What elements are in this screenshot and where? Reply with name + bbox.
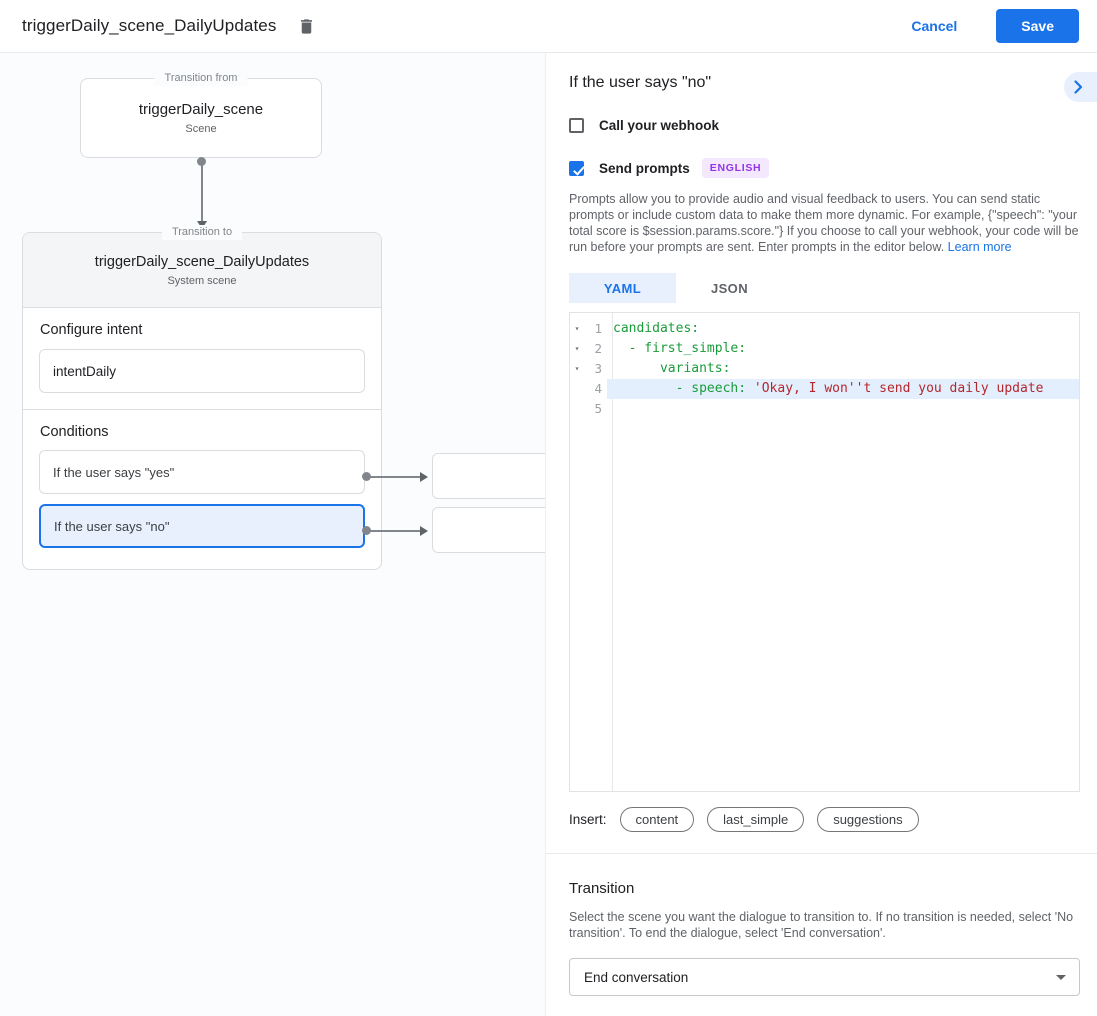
code-token-key: - first_simple: — [613, 341, 747, 356]
learn-more-link[interactable]: Learn more — [947, 240, 1012, 254]
intent-field[interactable]: intentDaily — [39, 349, 365, 393]
arrowhead-icon — [420, 525, 428, 536]
connector-line — [370, 529, 422, 532]
code-token-key: variants: — [613, 361, 731, 376]
condition-detail-panel: If the user says "no" Call your webhook … — [545, 53, 1097, 1016]
prompts-description-text: Prompts allow you to provide audio and v… — [569, 192, 1079, 254]
panel-divider — [546, 853, 1097, 854]
language-badge: ENGLISH — [701, 158, 770, 178]
dropdown-caret-icon — [1056, 974, 1066, 980]
trash-icon — [300, 18, 312, 34]
condition-item-no[interactable]: If the user says "no" — [39, 504, 365, 548]
fold-toggle-icon — [570, 379, 584, 399]
tab-yaml[interactable]: YAML — [569, 273, 676, 303]
page-title: triggerDaily_scene_DailyUpdates — [22, 16, 277, 35]
from-scene-type: Scene — [185, 123, 217, 135]
configure-intent-heading: Configure intent — [40, 322, 143, 338]
connector-line — [200, 165, 203, 223]
tab-json[interactable]: JSON — [710, 280, 748, 296]
delete-button[interactable] — [294, 14, 318, 38]
insert-chip-content[interactable]: content — [619, 807, 695, 832]
prompts-description: Prompts allow you to provide audio and v… — [569, 191, 1080, 255]
insert-chip-suggestions[interactable]: suggestions — [817, 807, 919, 832]
connector-dot — [362, 472, 371, 481]
transition-from-legend: Transition from — [154, 71, 248, 86]
fold-toggle-icon[interactable]: ▾ — [574, 344, 580, 353]
editor-lines: ▾ 1 candidates: ▾ 2 - first_simple: ▾ 3 varian… — [570, 319, 1079, 419]
send-prompts-row: Send prompts ENGLISH — [569, 158, 1080, 178]
fold-toggle-icon[interactable]: ▾ — [574, 324, 580, 333]
editor-tabbar: YAML JSON — [569, 273, 1080, 303]
connector-dot — [362, 526, 371, 535]
transition-description: Select the scene you want the dialogue t… — [569, 910, 1074, 940]
code-token-key: - speech: — [613, 381, 754, 396]
conditions-heading: Conditions — [40, 424, 109, 440]
transition-heading: Transition — [569, 880, 635, 897]
condition-item-yes[interactable]: If the user says "yes" — [39, 450, 365, 494]
condition-title: If the user says "no" — [569, 74, 712, 91]
send-prompts-checkbox[interactable] — [569, 160, 584, 176]
line-number: 3 — [594, 361, 602, 376]
yaml-code-editor[interactable]: ▾ 1 candidates: ▾ 2 - first_simple: ▾ 3 varian… — [569, 312, 1080, 792]
flow-arrow-down — [196, 157, 207, 235]
scene-type: System scene — [167, 274, 237, 287]
editor-line-1[interactable]: ▾ 1 candidates: — [570, 319, 1079, 339]
scene-diagram-canvas: Transition from triggerDaily_scene Scene… — [0, 53, 545, 1016]
line-number: 5 — [594, 401, 602, 416]
insert-label: Insert: — [569, 812, 607, 827]
section-divider — [23, 409, 381, 410]
collapse-panel-button[interactable] — [1064, 72, 1097, 102]
conditions-section: Conditions If the user says "yes" If the… — [23, 410, 381, 564]
transition-to-node: Transition to triggerDaily_scene_DailyUp… — [22, 225, 382, 570]
send-prompts-label: Send prompts — [599, 160, 690, 176]
flow-arrow-yes — [362, 471, 432, 482]
arrowhead-icon — [420, 471, 428, 482]
flow-arrow-no — [362, 525, 432, 536]
chevron-right-icon — [1074, 80, 1083, 94]
transition-from-node[interactable]: Transition from triggerDaily_scene Scene — [80, 71, 322, 158]
webhook-label: Call your webhook — [599, 118, 720, 133]
transition-target-box[interactable] — [432, 507, 545, 553]
fold-toggle-icon[interactable]: ▾ — [574, 364, 580, 373]
webhook-checkbox[interactable] — [569, 118, 584, 133]
code-text[interactable]: variants: — [607, 359, 1079, 379]
transition-select-value: End conversation — [584, 969, 689, 985]
editor-line-5[interactable]: 5 — [570, 399, 1079, 419]
from-scene-name: triggerDaily_scene — [138, 101, 264, 118]
code-token-key: candidates: — [613, 321, 700, 336]
editor-line-2[interactable]: ▾ 2 - first_simple: — [570, 339, 1079, 359]
top-bar: triggerDaily_scene_DailyUpdates Cancel S… — [0, 0, 1097, 53]
connector-dot — [197, 157, 206, 166]
webhook-row: Call your webhook — [569, 118, 1080, 133]
transition-to-legend: Transition to — [161, 225, 243, 240]
insert-row: Insert: content last_simple suggestions — [569, 807, 1080, 832]
code-token-string: 'Okay, I won''t send you daily update — [753, 381, 1044, 396]
insert-chip-last-simple[interactable]: last_simple — [707, 807, 805, 832]
code-text[interactable]: - speech: 'Okay, I won''t send you daily… — [607, 379, 1079, 399]
code-text[interactable]: candidates: — [607, 319, 1079, 339]
editor-line-4[interactable]: 4 - speech: 'Okay, I won''t send you dai… — [570, 379, 1079, 399]
code-text[interactable]: - first_simple: — [607, 339, 1079, 359]
line-number: 4 — [594, 381, 602, 396]
line-number: 1 — [594, 321, 602, 336]
scene-name: triggerDaily_scene_DailyUpdates — [94, 253, 310, 270]
save-button[interactable]: Save — [996, 9, 1079, 43]
cancel-button[interactable]: Cancel — [905, 17, 963, 35]
scene-header[interactable]: triggerDaily_scene_DailyUpdates System s… — [23, 233, 381, 308]
code-text[interactable] — [607, 399, 1079, 419]
transition-target-box[interactable] — [432, 453, 545, 499]
fold-toggle-icon — [570, 399, 584, 419]
line-number: 2 — [594, 341, 602, 356]
transition-select[interactable]: End conversation — [569, 958, 1080, 996]
configure-intent-section: Configure intent intentDaily — [23, 308, 381, 409]
connector-line — [370, 475, 422, 478]
editor-line-3[interactable]: ▾ 3 variants: — [570, 359, 1079, 379]
